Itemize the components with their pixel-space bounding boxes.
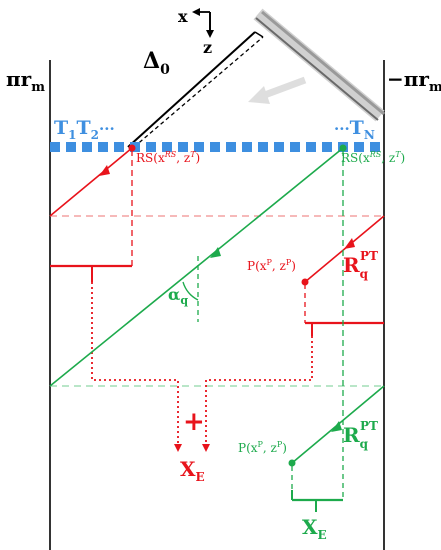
- reference-plate-solid: [127, 31, 256, 148]
- red-ray-right-arrowhead: [344, 238, 355, 249]
- xe-red-label: XE: [180, 457, 205, 484]
- green-point-p: [288, 459, 296, 467]
- p-green-label: P(xP, zP): [238, 440, 287, 455]
- reference-plate-dashed: [133, 36, 264, 148]
- axis-z-label: z: [203, 38, 212, 57]
- red-rs-point: [128, 144, 136, 152]
- mirror-plate: [253, 8, 385, 122]
- reference-plate-cap: [254, 31, 264, 38]
- red-ray-left: [49, 147, 133, 217]
- axis-x-label: x: [178, 7, 188, 26]
- alpha-angle-arc: [182, 281, 199, 301]
- r-red-label: RqPT: [343, 249, 378, 281]
- green-ray-right-arrowhead: [331, 421, 342, 432]
- coordinate-axes: [192, 8, 214, 38]
- red-ray-right: [304, 215, 385, 283]
- right-boundary-label: −πrm: [387, 67, 441, 95]
- r-green-label: RqPT: [343, 419, 378, 451]
- left-boundary-label: πrm: [6, 67, 45, 95]
- red-ray-arrowhead: [99, 165, 110, 176]
- alpha-label: αq: [168, 285, 188, 307]
- rs-green-label: RS(xRS, zT): [341, 150, 405, 165]
- red-point-p: [301, 278, 309, 286]
- detectors-right-label: ···TN: [334, 117, 375, 142]
- plus-sign: +: [183, 407, 205, 437]
- green-ray-main: [49, 147, 344, 387]
- detectors-left-label: T1T2···: [54, 117, 115, 142]
- green-rs-point: [339, 144, 347, 152]
- delta-label: Δ0: [143, 48, 170, 78]
- red-dotted-path-right: [202, 336, 313, 452]
- rs-red-label: RS(xRS, zT): [136, 150, 200, 165]
- xe-green-label: XE: [302, 515, 327, 542]
- p-red-label: P(xP, zP): [247, 258, 296, 273]
- green-ray-arrowhead: [210, 247, 221, 258]
- incident-direction-arrow: [248, 76, 307, 104]
- red-dotted-path-left: [91, 282, 182, 452]
